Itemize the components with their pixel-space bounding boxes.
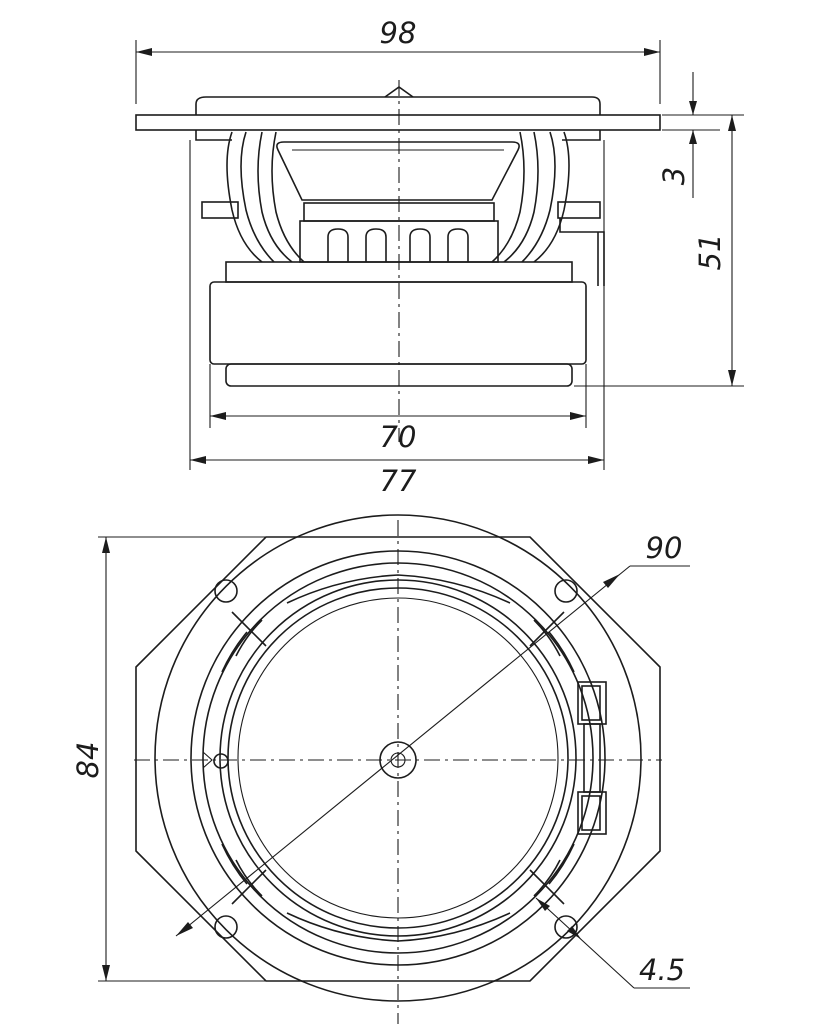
dim-mount-circle-diameter: 90 [646,531,683,565]
dim-magnet-diameter: 70 [380,420,417,454]
dim-flange-width: 98 [380,16,417,50]
front-view-dimensions: 90 84 4.5 [71,531,690,989]
side-view [135,80,661,442]
dim-overall-depth: 51 [693,234,727,271]
dim-flange-thickness: 3 [657,167,691,185]
front-view [134,514,662,1024]
side-view-dimensions: 98 3 51 70 77 [135,16,744,498]
dim-mount-hole-diameter: 4.5 [639,953,685,987]
dim-frame-width: 77 [380,464,417,498]
dim-frame-height: 84 [71,742,105,779]
